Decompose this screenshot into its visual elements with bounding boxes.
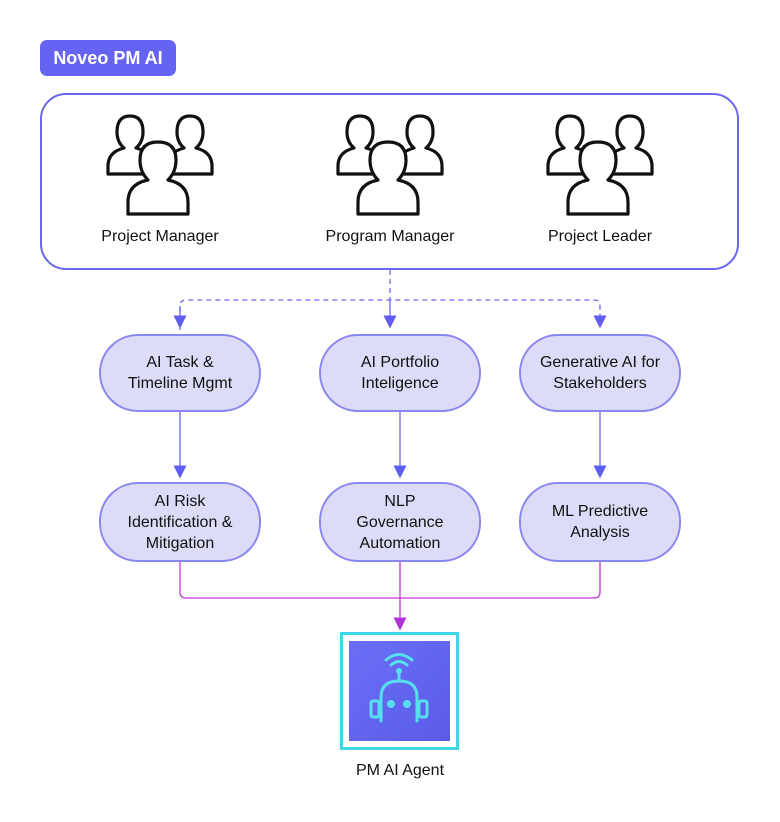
merge-left [179,562,400,599]
node-ai-risk: AI Risk Identification & Mitigation [99,482,261,562]
node-nlp-governance: NLP Governance Automation [319,482,481,562]
node-ml-predictive: ML Predictive Analysis [519,482,681,562]
role-program-manager: Program Manager [290,108,490,246]
role-project-manager: Project Manager [60,108,260,246]
robot-icon [369,653,429,723]
role-label: Project Leader [547,228,653,245]
users-group-icon [106,114,214,216]
role-label: Project Manager [101,228,219,245]
users-group-icon [336,114,444,216]
merge-right [400,562,601,599]
pm-ai-agent [340,632,459,750]
agent-label: PM AI Agent [355,762,445,779]
title-badge: Noveo PM AI [40,40,176,76]
node-ai-portfolio: AI Portfolio Inteligence [319,334,481,412]
role-project-leader: Project Leader [500,108,700,246]
node-ai-task-timeline: AI Task & Timeline Mgmt [99,334,261,412]
role-label: Program Manager [325,228,455,245]
users-group-icon [546,114,654,216]
node-generative-ai: Generative AI for Stakeholders [519,334,681,412]
agent-tile [349,641,450,741]
